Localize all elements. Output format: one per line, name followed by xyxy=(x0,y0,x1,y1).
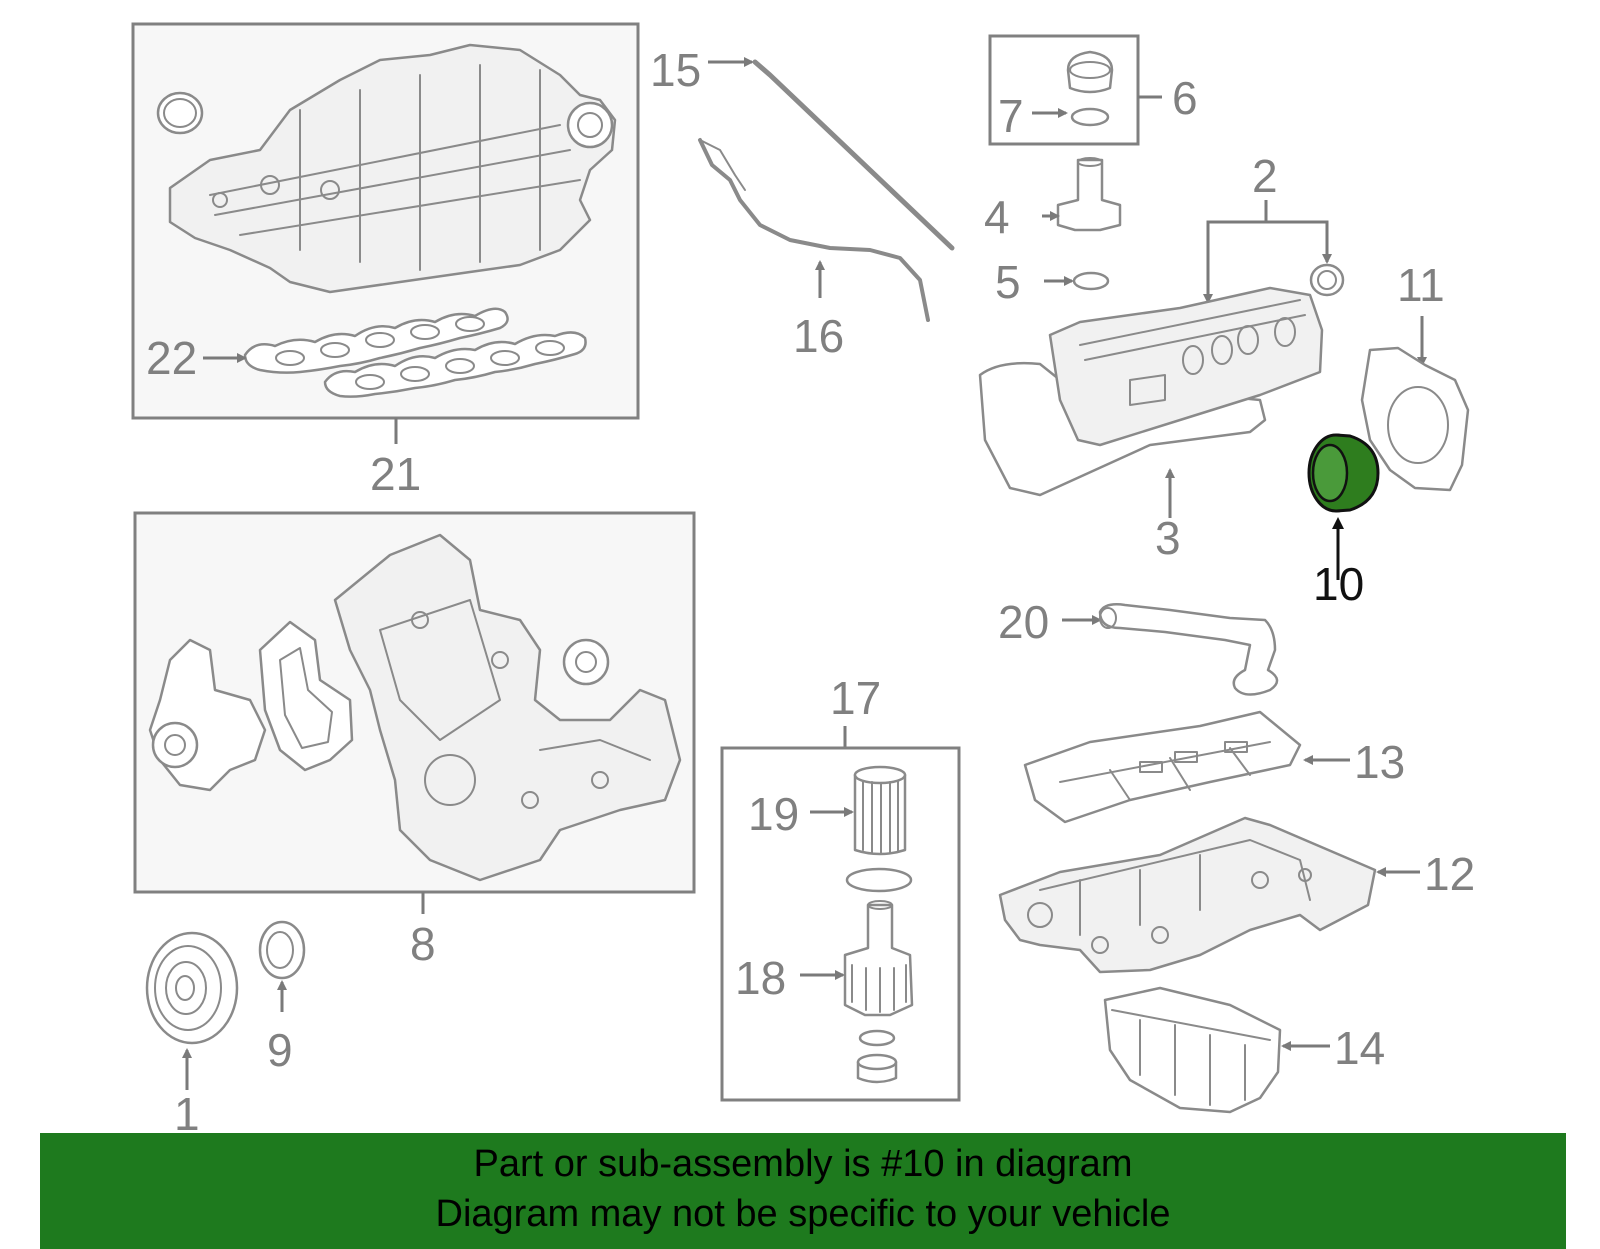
upper-oil-pan-group: 12 xyxy=(998,816,1475,974)
banner-line-part: Part or sub-assembly is #10 in diagram xyxy=(473,1143,1133,1185)
manifold-gasket-upper xyxy=(243,307,509,374)
oil-cap-group: 7 6 xyxy=(988,34,1198,146)
rear-oil-seal-retainer xyxy=(1360,346,1470,492)
timing-chain-cover xyxy=(333,533,682,882)
callout-14: 14 xyxy=(1334,1022,1385,1074)
callout-20: 20 xyxy=(998,596,1049,648)
upper-oil-pan xyxy=(998,816,1377,974)
dipstick-group: 15 16 xyxy=(650,44,955,362)
cam-sprocket-seal xyxy=(562,638,610,686)
filler-neck-seal xyxy=(1072,271,1110,291)
baffle-group: 13 xyxy=(1023,710,1405,824)
callout-2: 2 xyxy=(1252,150,1278,202)
callout-1: 1 xyxy=(174,1088,200,1140)
callout-19: 19 xyxy=(748,788,799,840)
timing-cover-group: 8 xyxy=(133,511,696,970)
rear-cover-group: 11 xyxy=(1360,259,1470,492)
callout-3: 3 xyxy=(1155,512,1181,564)
oil-dipstick xyxy=(752,59,955,251)
valve-cover-group: 2 3 xyxy=(978,150,1345,564)
lower-oil-pan-group: 14 xyxy=(1103,986,1385,1114)
callout-17: 17 xyxy=(830,672,881,724)
dipstick-tube xyxy=(698,138,930,322)
oil-cap-box xyxy=(988,34,1140,146)
intake-manifold-group: 22 21 xyxy=(131,22,640,500)
oil-strainer-group: 20 xyxy=(998,596,1279,696)
lower-oil-pan xyxy=(1103,986,1282,1114)
callout-5: 5 xyxy=(995,256,1021,308)
drain-plug-seal xyxy=(858,1029,896,1047)
info-banner: Part or sub-assembly is #10 in diagram D… xyxy=(40,1133,1566,1249)
valve-cover xyxy=(1048,286,1324,447)
rear-main-oil-seal: 10 xyxy=(1307,433,1380,610)
callout-7: 7 xyxy=(998,90,1024,142)
callout-9: 9 xyxy=(267,1024,293,1076)
callout-11: 11 xyxy=(1397,259,1445,311)
oil-filler-cap xyxy=(1066,50,1114,94)
callout-4: 4 xyxy=(984,191,1010,243)
callout-8: 8 xyxy=(410,918,436,970)
callout-16: 16 xyxy=(793,310,844,362)
oil-strainer xyxy=(1098,603,1279,696)
oil-filter-group: 17 19 18 xyxy=(720,672,961,1102)
crankshaft-pulley xyxy=(145,931,239,1045)
filler-neck-group: 4 5 xyxy=(984,157,1122,308)
crank-pulley-group: 1 9 xyxy=(145,920,306,1140)
oil-filter-box xyxy=(720,746,961,1102)
callout-13: 13 xyxy=(1354,736,1405,788)
callout-18: 18 xyxy=(735,952,786,1004)
callout-6: 6 xyxy=(1172,72,1198,124)
intake-manifold xyxy=(168,43,617,294)
callout-12: 12 xyxy=(1424,848,1475,900)
callout-21: 21 xyxy=(370,448,421,500)
callout-15: 15 xyxy=(650,44,701,96)
oil-filler-neck xyxy=(1056,158,1122,232)
oil-filter-cap xyxy=(843,903,914,1017)
valve-cover-seal xyxy=(1309,263,1345,297)
oil-cap-gasket xyxy=(1070,107,1110,127)
manifold-gasket-lower xyxy=(323,331,587,398)
callout-10: 10 xyxy=(1313,558,1364,610)
callout-22: 22 xyxy=(146,332,197,384)
banner-line-disclaimer: Diagram may not be specific to your vehi… xyxy=(435,1193,1171,1235)
filter-cap-o-ring xyxy=(845,867,913,893)
